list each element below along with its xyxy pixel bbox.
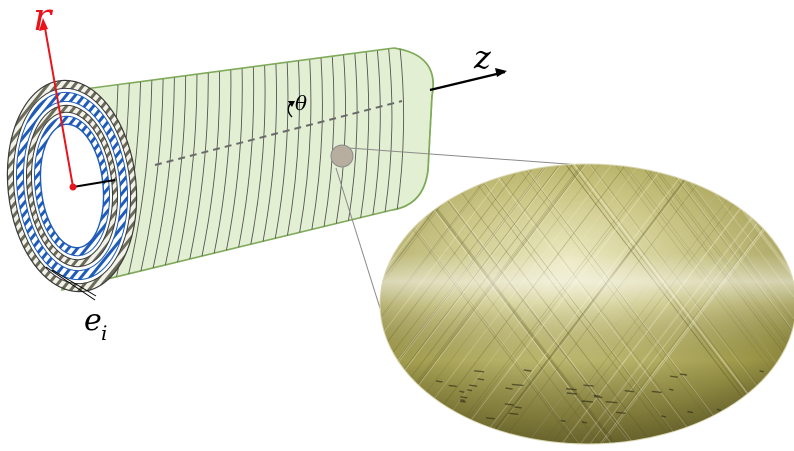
layer-thickness-symbol: e (84, 303, 102, 338)
z-axis-arrow (430, 68, 507, 90)
layer-thickness-subscript: i (101, 321, 107, 345)
z-axis-label: z (473, 38, 492, 76)
zoom-spot (331, 145, 353, 167)
r-axis-label: r (33, 0, 54, 39)
fiber-defect (729, 411, 740, 412)
fiber-defect (436, 417, 443, 418)
theta-label: θ (295, 91, 307, 115)
layer-thickness-label: e i (84, 303, 107, 345)
fiber-defect (749, 418, 760, 419)
fiber-defect (431, 429, 440, 430)
